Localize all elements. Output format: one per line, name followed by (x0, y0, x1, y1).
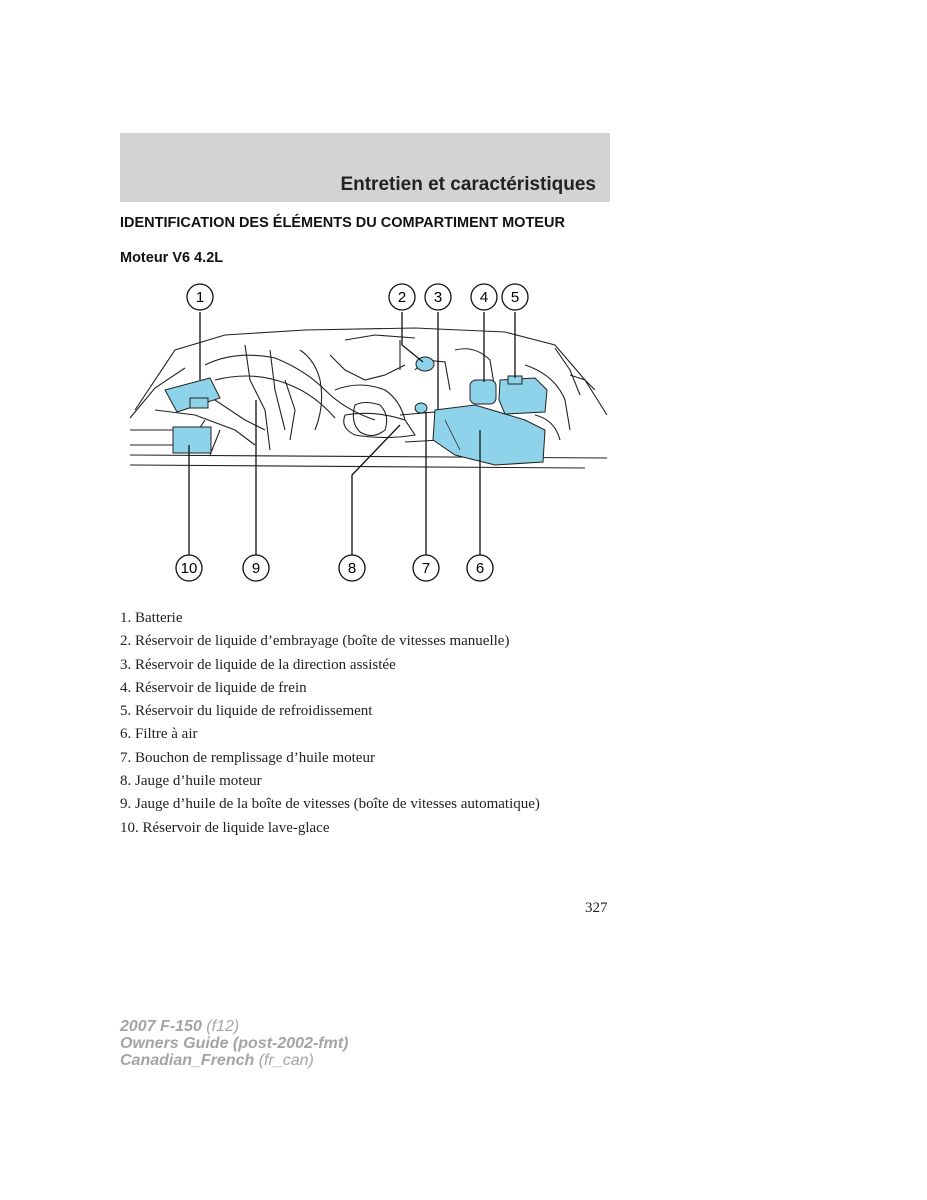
callout-1-label: 1 (196, 289, 204, 306)
legend-item: 1. Batterie (120, 610, 183, 626)
callout-5: 5 (501, 283, 529, 311)
callout-8: 8 (338, 554, 366, 582)
legend-item: 5. Réservoir du liquide de refroidisseme… (120, 703, 373, 720)
engine-outline (129, 327, 608, 469)
battery (164, 377, 221, 413)
leader-lines (188, 312, 516, 555)
callout-2-label: 2 (398, 289, 406, 306)
footer-line-model: 2007 F-150 (f12) (120, 1018, 348, 1035)
callout-1: 1 (186, 283, 214, 311)
footer-model-code: (f12) (206, 1018, 240, 1035)
page-header-title: Entretien et caractéristiques (340, 174, 596, 195)
oil-filler-cap (414, 402, 428, 414)
air-filter (432, 404, 546, 466)
callout-4-label: 4 (480, 289, 488, 306)
legend-item: 2. Réservoir de liquide d’embrayage (boî… (120, 633, 510, 650)
page-number: 327 (585, 900, 608, 916)
washer-fluid-reservoir (172, 426, 212, 454)
brake-fluid-reservoir (469, 379, 497, 405)
callout-6-label: 6 (476, 560, 484, 577)
callout-9: 9 (242, 554, 270, 582)
footer-language-code: (fr_can) (258, 1052, 314, 1069)
callout-2: 2 (388, 283, 416, 311)
callout-10: 10 (175, 554, 203, 582)
footer-language: Canadian_French (120, 1052, 255, 1069)
legend-item: 10. Réservoir de liquide lave-glace (120, 819, 330, 836)
footer-line-guide: Owners Guide (post-2002-fmt) (120, 1035, 348, 1052)
engine-compartment-diagram: 1 2 3 4 5 6 7 8 9 10 (129, 283, 608, 582)
callout-8-label: 8 (348, 560, 356, 577)
legend-item: 3. Réservoir de liquide de la direction … (120, 656, 396, 673)
legend-item: 8. Jauge d’huile moteur (120, 773, 262, 790)
callout-5-label: 5 (511, 289, 519, 306)
footer-guide: Owners Guide (post-2002-fmt) (120, 1035, 349, 1052)
callout-4: 4 (470, 283, 498, 311)
header-band: Entretien et caractéristiques (120, 133, 610, 202)
callout-7: 7 (412, 554, 440, 582)
section-title: IDENTIFICATION DES ÉLÉMENTS DU COMPARTIM… (120, 215, 565, 231)
legend-item: 4. Réservoir de liquide de frein (120, 679, 307, 696)
engine-title: Moteur V6 4.2L (120, 250, 224, 266)
footer-line-language: Canadian_French (fr_can) (120, 1052, 348, 1069)
callout-6: 6 (466, 554, 494, 582)
footer-model: 2007 F-150 (120, 1018, 202, 1035)
legend-item: 9. Jauge d’huile de la boîte de vitesses… (120, 796, 540, 813)
callout-3: 3 (424, 283, 452, 311)
callout-10-label: 10 (181, 560, 198, 577)
callout-9-label: 9 (252, 560, 260, 577)
coolant-reservoir (498, 375, 548, 415)
legend-item: 6. Filtre à air (120, 726, 198, 743)
legend-item: 7. Bouchon de remplissage d’huile moteur (120, 749, 375, 766)
document-footer: 2007 F-150 (f12) Owners Guide (post-2002… (120, 1018, 348, 1069)
callout-3-label: 3 (434, 289, 442, 306)
component-legend: 1. Batterie 2. Réservoir de liquide d’em… (120, 607, 540, 840)
callout-7-label: 7 (422, 560, 430, 577)
